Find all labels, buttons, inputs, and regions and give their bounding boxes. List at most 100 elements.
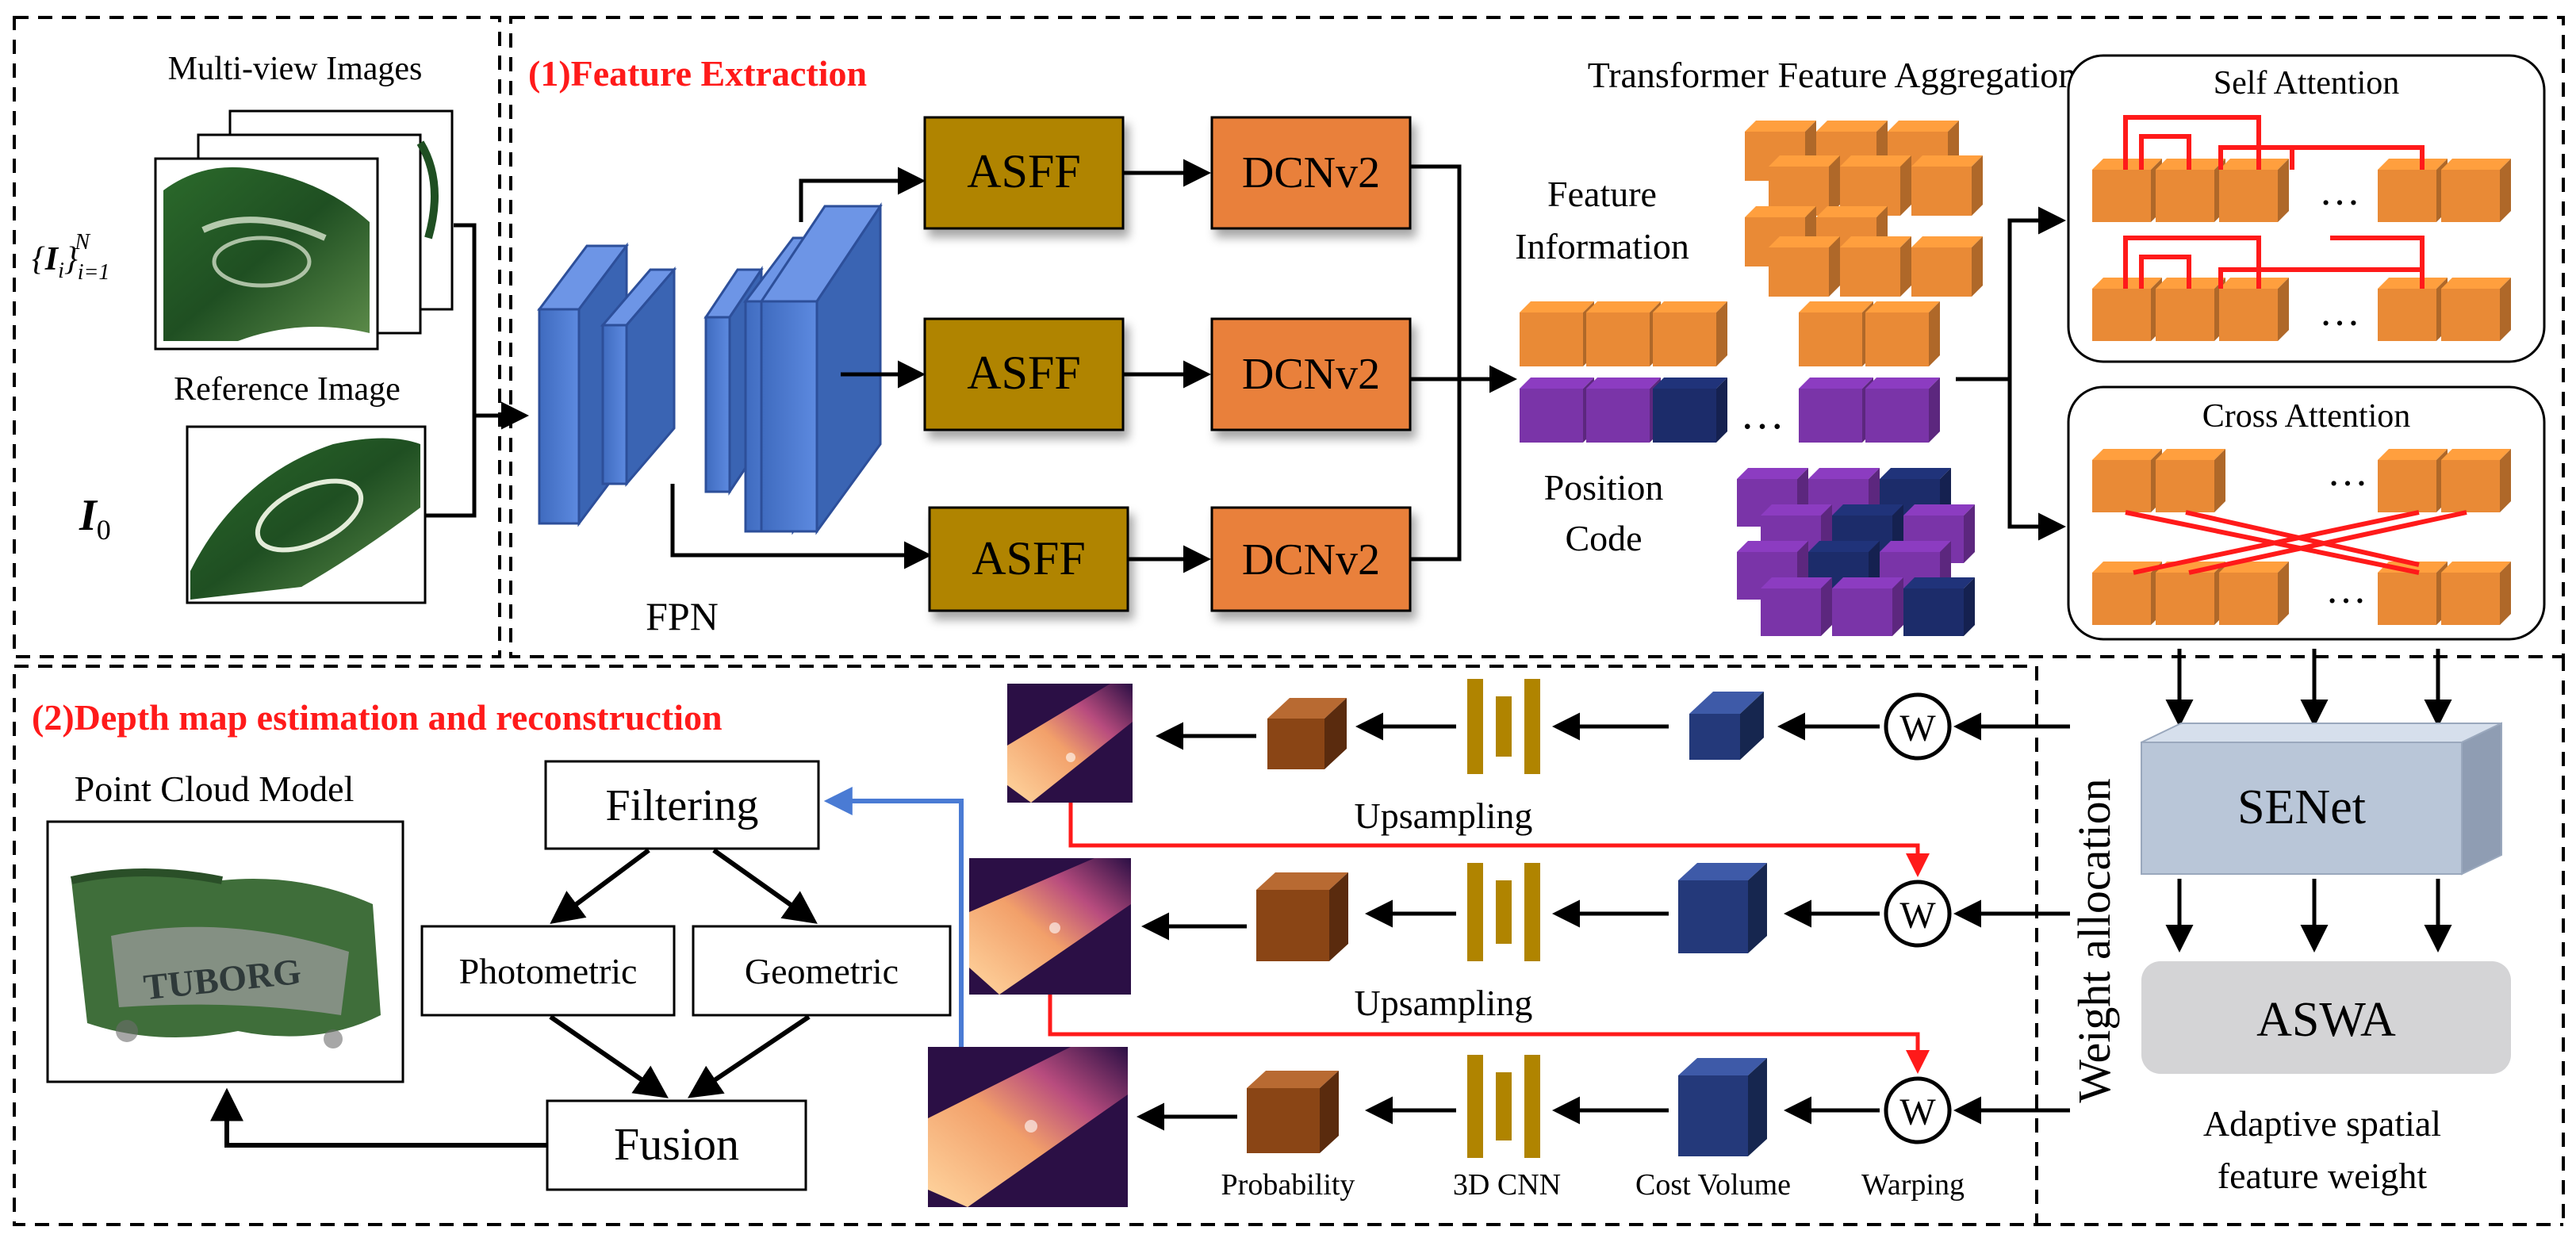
geometric-box bbox=[692, 925, 952, 1017]
depth-panel-border bbox=[13, 665, 2038, 1226]
adaptive-line2: feature weight bbox=[2218, 1156, 2428, 1196]
cross-attention-link bbox=[2125, 510, 2467, 575]
upsampling-connector-2 bbox=[1048, 995, 1930, 1074]
cnn-bars-3 bbox=[1467, 1055, 1540, 1158]
multiview-connector bbox=[454, 223, 529, 430]
fusion-box bbox=[546, 1099, 807, 1191]
self-attention-tokens bbox=[2092, 115, 2511, 341]
warp-symbol-3: W bbox=[1899, 1091, 1936, 1133]
dcn-box-1 bbox=[1210, 116, 1412, 230]
cnn-bars-1 bbox=[1467, 679, 1540, 774]
fusion-label: Fusion bbox=[614, 1118, 739, 1170]
warp-circle-3 bbox=[1884, 1076, 1952, 1144]
transformer-title: Transformer Feature Aggregation bbox=[1588, 55, 2077, 95]
position-code-line2: Code bbox=[1565, 518, 1642, 558]
cost-volume-large bbox=[1678, 1058, 1767, 1156]
feature-info-line2: Information bbox=[1515, 226, 1689, 266]
adaptive-line1: Adaptive spatial bbox=[2203, 1103, 2441, 1144]
cross-attention-token bbox=[2156, 449, 2225, 512]
multiview-image-stack bbox=[154, 109, 454, 351]
fpn-to-asff-3 bbox=[670, 484, 932, 569]
weight-allocation-label: Weight allocation bbox=[2068, 778, 2120, 1102]
feature-info-line1: Feature bbox=[1547, 174, 1657, 214]
fpn-to-asff-1 bbox=[799, 167, 926, 222]
dcn-merge-connector bbox=[1410, 164, 1512, 562]
cross-attention-ellipsis-2: … bbox=[2325, 567, 2367, 612]
self-attention-token bbox=[2441, 278, 2511, 341]
probability-volume-small bbox=[1267, 698, 1347, 769]
cross-attention-tokens bbox=[2092, 449, 2511, 625]
position-token-row bbox=[1520, 378, 1940, 443]
self-attention-link bbox=[2123, 236, 2425, 289]
asff-box-2 bbox=[923, 317, 1125, 431]
self-attention-token bbox=[2219, 159, 2289, 222]
point-cloud-label: Point Cloud Model bbox=[75, 769, 355, 809]
feature-token bbox=[1520, 301, 1594, 366]
feature-token bbox=[1586, 301, 1661, 366]
position-token bbox=[1799, 378, 1873, 443]
cross-attention-ellipsis-1: … bbox=[2327, 450, 2368, 495]
self-attention-ellipsis-2: … bbox=[2319, 289, 2360, 335]
warp-symbol-1: W bbox=[1899, 707, 1936, 749]
filtering-to-geometric-arrow bbox=[712, 848, 818, 924]
self-attention-token bbox=[2378, 278, 2448, 341]
probability-volume-large bbox=[1247, 1071, 1339, 1153]
geometric-to-fusion-arrow bbox=[688, 1014, 811, 1098]
multiview-label: Multi-view Images bbox=[168, 51, 423, 87]
asff-label-2: ASFF bbox=[967, 347, 1080, 399]
self-attention-link bbox=[2123, 115, 2425, 170]
feature-token bbox=[1799, 301, 1873, 366]
transformer-to-cross-connector bbox=[2007, 379, 2066, 541]
feature-token bbox=[1865, 301, 1940, 366]
depth-map-large bbox=[928, 1047, 1128, 1207]
reference-image bbox=[186, 425, 427, 604]
reference-connector bbox=[425, 416, 477, 518]
asff-box-1 bbox=[923, 116, 1125, 230]
cost-volume-label: Cost Volume bbox=[1635, 1168, 1791, 1202]
dcn-label-3: DCNv2 bbox=[1242, 535, 1380, 585]
asff-label-3: ASFF bbox=[972, 532, 1085, 585]
cross-attention-token bbox=[2378, 449, 2448, 512]
position-token bbox=[1653, 378, 1727, 443]
filtering-to-photometric-arrow bbox=[550, 848, 650, 925]
senet-label: SENet bbox=[2237, 780, 2366, 834]
depth-map-medium bbox=[969, 858, 1131, 995]
reference-symbol: I0 bbox=[79, 491, 111, 546]
depth-title: (2)Depth map estimation and reconstructi… bbox=[32, 697, 723, 738]
asff-box-3 bbox=[928, 506, 1129, 612]
fusion-to-pointcloud-connector bbox=[210, 1087, 547, 1148]
feature-cluster-token bbox=[1911, 236, 1983, 297]
cross-attention-token bbox=[2441, 449, 2511, 512]
self-attention-token bbox=[2441, 159, 2511, 222]
cnn-bars-2 bbox=[1467, 863, 1540, 961]
probability-label: Probability bbox=[1221, 1168, 1355, 1202]
self-attention-title: Self Attention bbox=[2214, 65, 2400, 102]
upsampling-connector-1 bbox=[1068, 803, 1930, 877]
depth-map-small bbox=[1007, 684, 1133, 803]
position-cluster-token bbox=[1832, 577, 1903, 636]
dcn-box-2 bbox=[1210, 317, 1412, 431]
position-token bbox=[1586, 378, 1661, 443]
position-cluster-token bbox=[1761, 577, 1832, 636]
point-cloud-image bbox=[46, 820, 404, 1083]
cost-volume-medium bbox=[1678, 863, 1767, 953]
feature-token-cluster bbox=[1745, 121, 1983, 297]
photometric-box bbox=[420, 925, 676, 1017]
feature-extraction-title: (1)Feature Extraction bbox=[528, 53, 867, 94]
reference-label: Reference Image bbox=[174, 371, 401, 408]
position-token bbox=[1520, 378, 1594, 443]
feature-cluster-token bbox=[1840, 236, 1911, 297]
aswa-label: ASWA bbox=[2256, 993, 2396, 1047]
cross-attention-title: Cross Attention bbox=[2202, 398, 2411, 435]
dcn-box-3 bbox=[1210, 506, 1412, 612]
cross-attention-token bbox=[2092, 449, 2162, 512]
upsampling-label-2: Upsampling bbox=[1355, 983, 1533, 1023]
warp-circle-2 bbox=[1884, 880, 1952, 948]
warp-circle-1 bbox=[1884, 692, 1952, 761]
feature-panel-border bbox=[509, 16, 2565, 658]
upsampling-label-1: Upsampling bbox=[1355, 795, 1533, 836]
depth-to-filtering-connector bbox=[823, 787, 964, 1047]
feature-token bbox=[1653, 301, 1727, 366]
feature-cluster-token bbox=[1769, 236, 1840, 297]
self-attention-ellipsis-1: … bbox=[2319, 169, 2360, 214]
